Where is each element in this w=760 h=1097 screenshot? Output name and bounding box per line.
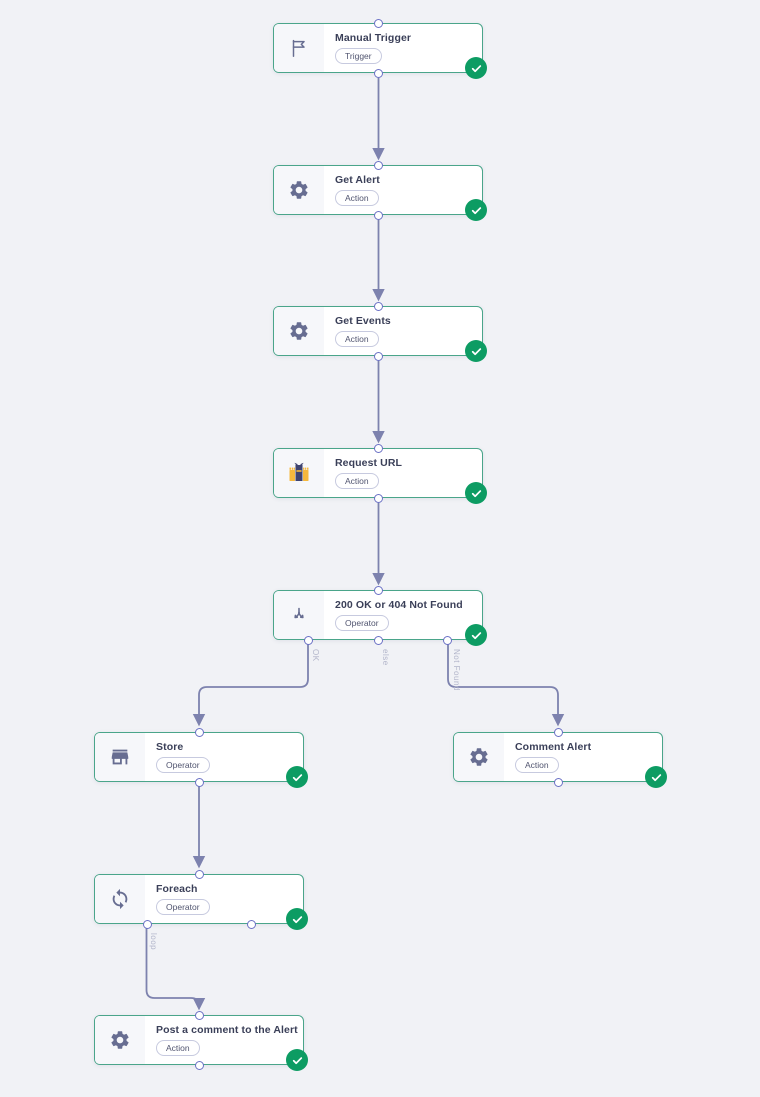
loop-icon [109,888,131,910]
node-icon-panel [95,875,145,923]
node-type-badge: Action [335,331,379,347]
check-icon [650,771,663,784]
node-icon-panel [274,24,324,72]
edge-label: Not Found [452,649,461,691]
check-icon [470,487,483,500]
node-icon-panel [274,591,324,639]
node-icon-panel [274,307,324,355]
castle-app-icon [287,461,311,485]
edge-foreach-to-post-comment[interactable] [145,928,206,1011]
store-icon [109,746,131,768]
output-port[interactable] [373,635,383,645]
edge-label: loop [149,933,158,951]
output-port[interactable] [442,635,452,645]
node-title: Request URL [335,457,403,469]
node-icon-panel [95,733,145,781]
edge-label: else [381,649,390,666]
success-badge[interactable] [286,1049,308,1071]
gear-icon [288,320,310,342]
success-badge[interactable] [465,340,487,362]
output-port[interactable] [194,1060,204,1070]
input-port[interactable] [373,301,383,311]
node-icon-panel [274,166,324,214]
success-badge[interactable] [286,766,308,788]
output-port[interactable] [373,210,383,220]
gear-icon [288,179,310,201]
node-title: Comment Alert [515,741,592,753]
flag-icon [288,37,310,59]
output-port[interactable] [373,351,383,361]
output-port[interactable] [194,777,204,787]
edge-condition-to-store[interactable] [192,644,309,727]
node-type-badge: Operator [335,615,389,631]
node-type-badge: Operator [156,757,210,773]
check-icon [291,771,304,784]
gear-icon [468,746,490,768]
input-port[interactable] [194,869,204,879]
success-badge[interactable] [465,199,487,221]
output-port[interactable] [142,919,152,929]
success-badge[interactable] [645,766,667,788]
success-badge[interactable] [465,57,487,79]
edge-label: OK [311,649,320,662]
node-title: 200 OK or 404 Not Found [335,599,463,611]
node-type-badge: Trigger [335,48,382,64]
output-port[interactable] [304,635,314,645]
node-type-badge: Action [156,1040,200,1056]
node-type-badge: Action [335,473,379,489]
input-port[interactable] [194,727,204,737]
success-badge[interactable] [286,908,308,930]
node-icon-panel [95,1016,145,1064]
gear-icon [109,1029,131,1051]
node-icon-panel [454,733,504,781]
node-title: Store [156,741,184,753]
node-type-badge: Action [515,757,559,773]
check-icon [470,629,483,642]
input-port[interactable] [373,160,383,170]
node-title: Get Alert [335,174,380,186]
branch-icon [288,604,310,626]
output-port[interactable] [373,68,383,78]
input-port[interactable] [373,18,383,28]
node-title: Post a comment to the Alert [156,1024,298,1036]
node-title: Manual Trigger [335,32,412,44]
check-icon [291,913,304,926]
input-port[interactable] [373,585,383,595]
node-icon-panel [274,449,324,497]
check-icon [291,1054,304,1067]
input-port[interactable] [373,443,383,453]
workflow-node-request-url[interactable]: Request URL Action [273,443,487,504]
node-type-badge: Action [335,190,379,206]
node-type-badge: Operator [156,899,210,915]
node-title: Foreach [156,883,198,895]
success-badge[interactable] [465,482,487,504]
input-port[interactable] [194,1010,204,1020]
check-icon [470,204,483,217]
edge-condition-to-comment-alert[interactable] [447,644,565,727]
output-port[interactable] [373,493,383,503]
input-port[interactable] [553,727,563,737]
output-port[interactable] [553,777,563,787]
node-title: Get Events [335,315,391,327]
output-port[interactable] [246,919,256,929]
check-icon [470,345,483,358]
check-icon [470,62,483,75]
success-badge[interactable] [465,624,487,646]
